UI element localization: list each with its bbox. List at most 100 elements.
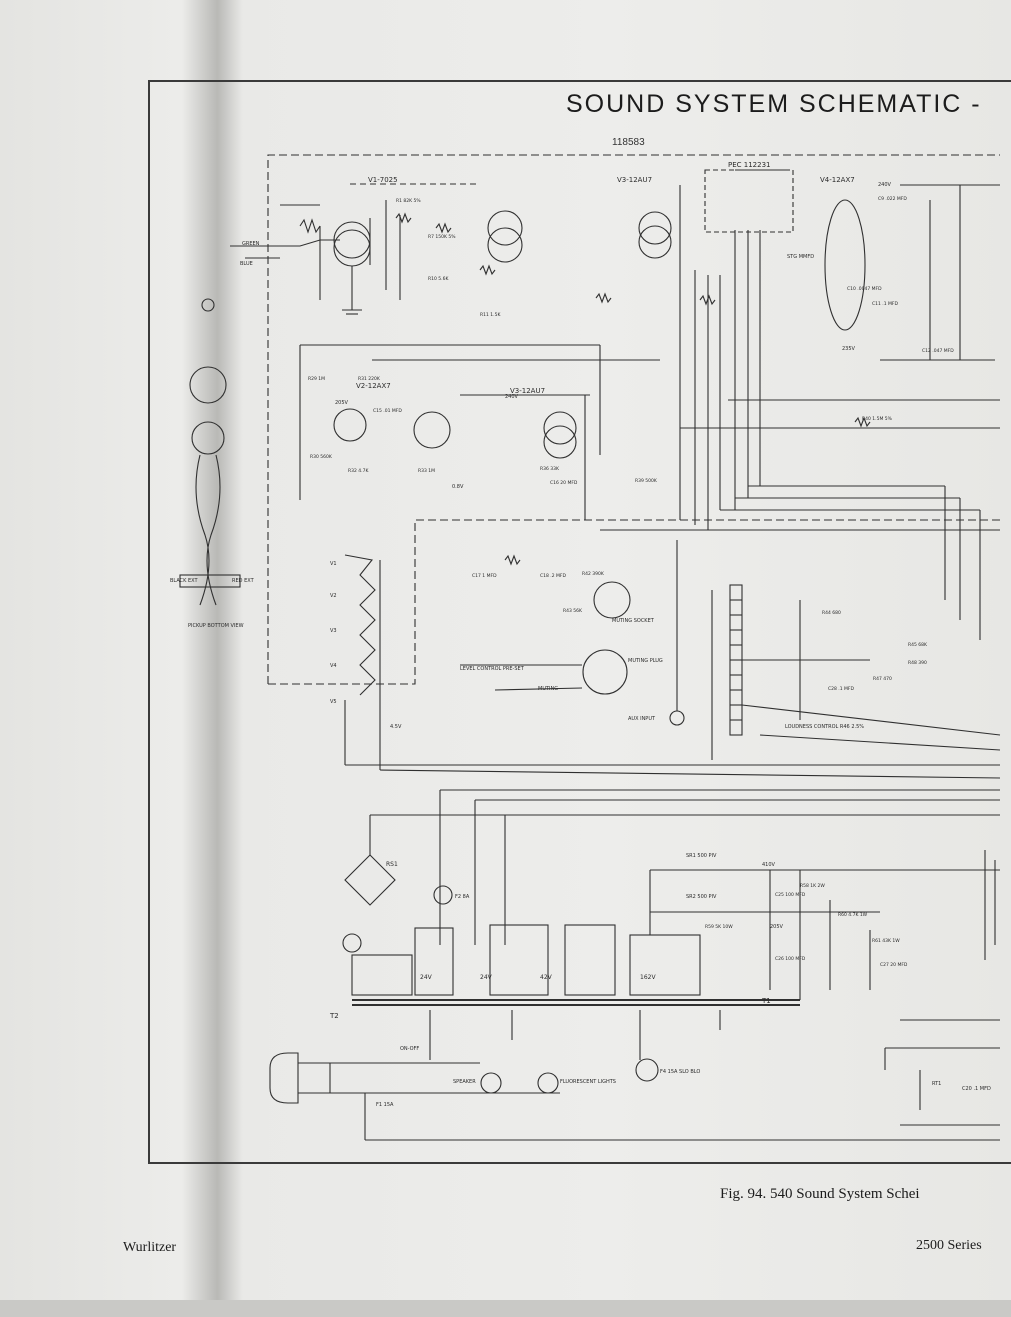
resistor-label: R47 470 [873,676,892,682]
footer-series: 2500 Series [916,1238,982,1253]
resistor-label: R33 1M [418,468,435,474]
v5-lamp-label: V5 [330,699,337,705]
resistor-label: R7 150K 5% [428,234,456,240]
capacitor-label: C25 100 MFD [775,892,806,898]
pickup-view-label: PICKUP BOTTOM VIEW [188,623,244,629]
t2-label: T2 [329,1012,339,1020]
resistor-label: R11 1.5K [480,312,501,318]
resistor-label: R10 5.6K [428,276,449,282]
pec-label: PEC 112231 [728,161,770,169]
v3-top-label: V3-12AU7 [617,176,652,184]
muting-plug-label: MUTING PLUG [628,658,663,664]
speaker-lamp-symbol [480,1072,502,1094]
level-control-label: LEVEL CONTROL PRE-SET [460,666,525,672]
voltage-label: 235V [842,346,856,352]
green-wire-label: GREEN [242,241,260,247]
voltage-label: 162V [640,974,656,981]
resistor-label: R48 390 [908,660,927,666]
sr2-label: SR2 500 PIV [686,894,717,900]
bridge-rectifier-symbol [344,854,396,906]
voltage-label: 205V [770,924,784,930]
v3-bottom-label: V3-12AU7 [510,387,545,395]
c20-label: C20 .1 MFD [962,1086,991,1092]
v4-lamp-label: V4 [330,663,337,669]
capacitor-label: C10 .0047 MFD [847,286,882,292]
fluorescent-lamp-symbol [537,1072,559,1094]
red-ext-label: RED EXT [232,578,255,584]
rt1-label: RT1 [932,1081,941,1087]
blue-wire-label: BLUE [240,261,253,267]
voltage-label: 42V [540,974,553,981]
capacitor-label: C18 .2 MFD [540,573,566,579]
capacitor-label: C16 20 MFD [550,480,578,486]
resistor-label: R58 1K 2W [800,883,825,889]
resistor-label: R44 680 [822,610,841,616]
resistor-label: R42 390K [582,571,605,577]
sr1-label: SR1 500 PIV [686,853,717,859]
stg-label: STG MMFD [787,254,814,260]
v1-label: V1-7025 [368,176,398,184]
resistor-label: R61 43K 1W [872,938,900,944]
resistor-label: R29 1M [308,376,325,382]
speaker-label: SPEAKER [453,1079,476,1085]
drawing-number: 118583 [612,137,645,148]
muting-label: MUTING [538,686,558,692]
capacitor-label: C26 100 MFD [775,956,806,962]
fluorescent-label: FLUORESCENT LIGHTS [560,1079,616,1085]
capacitor-label: C27 20 MFD [880,962,908,968]
voltage-label: 240V [878,182,892,188]
voltage-label: 240V [505,394,519,400]
rs1-label: RS1 [386,861,398,868]
voltage-label: 205V [335,400,349,406]
muting-plug-symbol [582,649,628,695]
resistor-label: R1 82K 5% [396,198,421,204]
pec-dashed-box [704,169,794,233]
v3-lamp-label: V3 [330,628,337,634]
capacitor-label: C12 .047 MFD [922,348,954,354]
resistor-label: R39 500K [635,478,658,484]
voltage-label: 4.5V [390,724,402,730]
voltage-label: 24V [480,974,493,981]
footer-brand: Wurlitzer [123,1240,177,1255]
v1-lamp-label: V1 [330,561,337,567]
capacitor-label: C9 .022 MFD [878,196,907,202]
fuse-f4-symbol [635,1058,659,1082]
resistor-label: R36 33K [540,466,560,472]
t1-label: T1 [761,997,771,1005]
capacitor-label: C28 .1 MFD [828,686,854,692]
resistor-label: R32 4.7K [348,468,369,474]
f4-label: F4 15A SLO BLO [660,1069,700,1075]
v3-tube-symbol [487,210,523,246]
mains-plug-symbol [269,1052,299,1104]
resistor-label: R59 5K 10W [705,924,733,930]
loudness-label: LOUDNESS CONTROL R46 2.5% [785,724,864,730]
scan-shadow [0,1300,1011,1317]
v2-label: V2-12AX7 [356,382,391,390]
muting-socket-symbol [593,581,631,619]
voltage-label: 0.8V [452,484,464,490]
page-title: SOUND SYSTEM SCHEMATIC - [566,90,982,118]
capacitor-label: C11 .1 MFD [872,301,898,307]
on-off-label: ON-OFF [400,1046,419,1052]
resistor-label: R30 560K [310,454,333,460]
fuse-f3-symbol [342,933,362,953]
chassis-dashed-outline [267,154,1000,684]
f2-label: F2 8A [455,894,470,900]
schematic-frame [148,80,1011,1164]
v2-tube-symbol [333,408,367,442]
capacitor-label: C15 .01 MFD [373,408,402,414]
v2-lamp-label: V2 [330,593,337,599]
resistor-label: R60 4.7K 1W [838,912,868,918]
resistor-label: R31 220K [358,376,381,382]
black-ext-label: BLACK EXT [170,578,199,584]
f1-label: F1 15A [376,1102,394,1108]
aux-input-jack [669,710,685,726]
v4-tube-symbol [824,199,866,331]
muting-socket-label: MUTING SOCKET [612,618,655,624]
pickup-connector-top [189,366,227,404]
resistor-label: R45 68K [908,642,928,648]
resistor-label: R43 56K [563,608,583,614]
figure-caption: Fig. 94. 540 Sound System Schei [720,1186,920,1202]
